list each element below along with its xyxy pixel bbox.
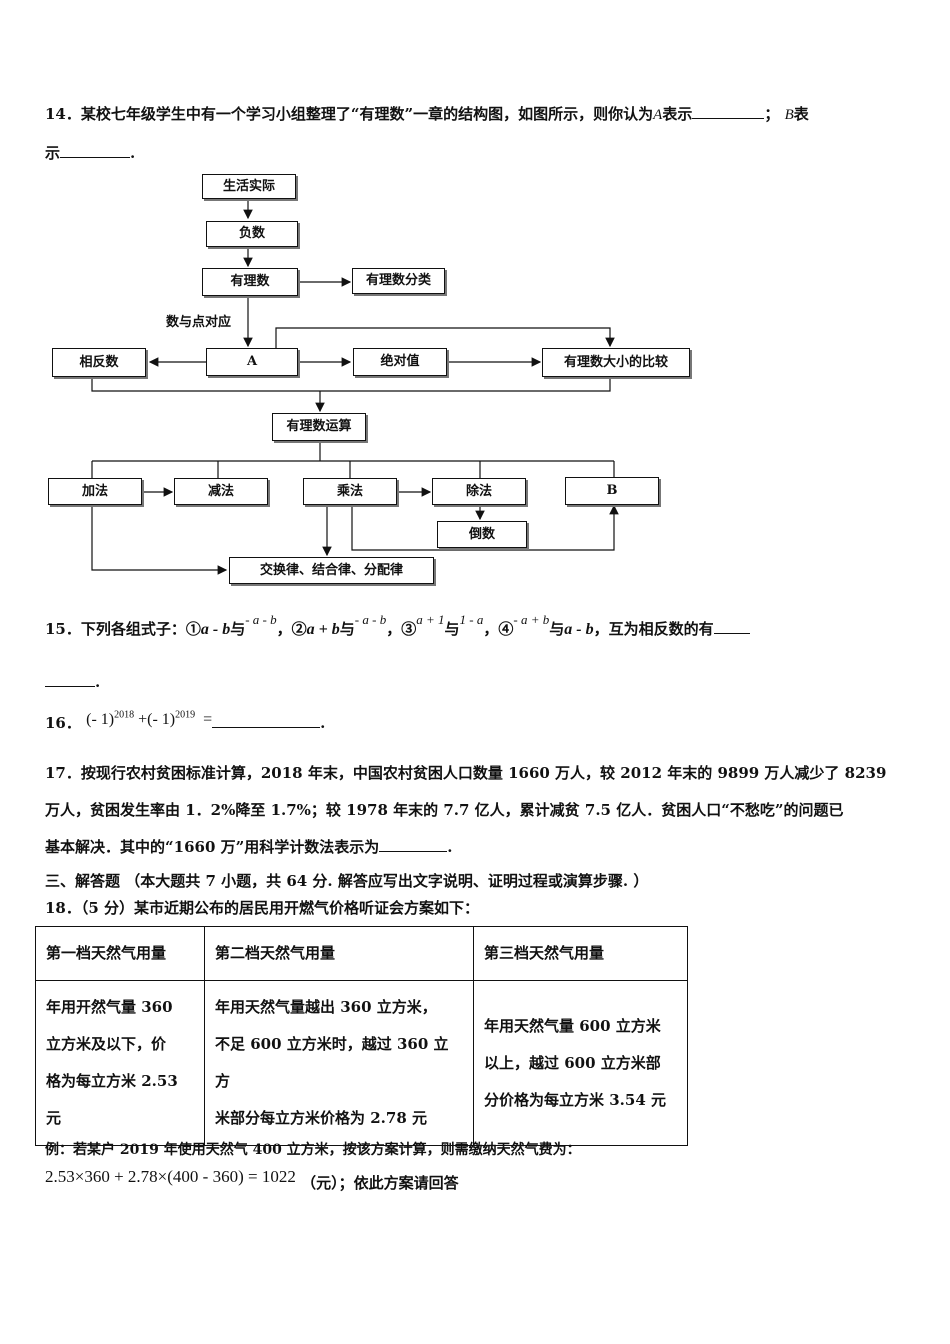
table-row: 年用开然气量 360 立方米及以下，价 格为每立方米 2.53 元 年用天然气量… (35, 980, 688, 1146)
q14-answer-blank-b[interactable] (60, 143, 131, 158)
q17-line-1: 17．按现行农村贫困标准计算，2018 年末，中国农村贫困人口数量 1660 万… (45, 764, 887, 782)
q15-expr-1b: - a - b (245, 612, 277, 627)
flow-node-laws: 交换律、结合律、分配律 (229, 557, 434, 584)
q14-b-suffix: 表 (793, 105, 809, 123)
table-header-row: 第一档天然气用量 第二档天然气用量 第三档天然气用量 (35, 926, 688, 981)
q18-formula-line: 2.53×360 + 2.78×(400 - 360) = 1022 （元）；依… (45, 1167, 459, 1193)
table-header-tier-1: 第一档天然气用量 (35, 926, 205, 981)
q18-example: 例：若某户 2019 年使用天然气 400 立方米，按该方案计算，则需缴纳天然气… (45, 1142, 581, 1158)
q15-expr-4b: a - b (564, 621, 594, 638)
q16-label: 16． (45, 714, 81, 732)
q16-answer-blank[interactable] (212, 713, 321, 728)
q15-answer-blank-cont (45, 672, 95, 687)
q16-equals: = (203, 711, 213, 728)
cell-line: 年用开然气量 360 (46, 998, 173, 1016)
question-15-line-2: . (45, 672, 100, 691)
q15-expr-3a: a + 1 (416, 612, 445, 627)
section-3-heading: 三、解答题 （本大题共 7 小题，共 64 分. 解答应写出文字说明、证明过程或… (45, 872, 649, 890)
q16-base-1: (- 1) (86, 711, 115, 728)
q15-word-4: 与 (549, 620, 565, 638)
table-cell-tier-2: 年用天然气量越出 360 立方米， 不足 600 立方米时，越过 360 立方 … (204, 980, 474, 1146)
q14-text: 14．某校七年级学生中有一个学习小组整理了“有理数”一章的结构图，如图所示，则你… (45, 105, 654, 123)
q15-word-1: 与 (230, 620, 246, 638)
q15-prefix: 15．下列各组式子：① (45, 620, 201, 638)
q14-var-a: A (653, 107, 663, 123)
question-14-line-1: 14．某校七年级学生中有一个学习小组整理了“有理数”一章的结构图，如图所示，则你… (45, 103, 809, 124)
table-cell-tier-1: 年用开然气量 360 立方米及以下，价 格为每立方米 2.53 元 (35, 980, 205, 1146)
q18-formula-suffix: （元）；依此方案请回答 (301, 1174, 459, 1192)
flow-node-divide: 除法 (432, 478, 526, 505)
q16-exp-1: 2018 (114, 709, 135, 721)
cell-line: 元 (46, 1109, 62, 1127)
q15-sep-2: ，③ (386, 620, 417, 638)
flow-node-operations: 有理数运算 (272, 413, 366, 441)
flow-node-reciprocal: 倒数 (437, 521, 527, 548)
table-header-tier-2: 第二档天然气用量 (204, 926, 474, 981)
flow-node-a: A (206, 348, 298, 376)
q18-formula: 2.53×360 + 2.78×(400 - 360) = 1022 (45, 1167, 296, 1186)
q14-end: . (130, 144, 136, 162)
flow-label-point: 数与点对应 (166, 315, 232, 330)
q15-suffix: ，互为相反数的有 (593, 620, 714, 638)
flow-node-absolute: 绝对值 (353, 348, 447, 376)
q16-base-2: (- 1) (147, 711, 176, 728)
cell-line: 年用天然气量 600 立方米 (484, 1016, 661, 1035)
q15-expr-3b: 1 - a (459, 612, 484, 627)
flow-node-classification: 有理数分类 (352, 268, 445, 294)
question-14-line-2: 示. (45, 142, 135, 163)
table-cell-tier-3: 年用天然气量 600 立方米 以上，越过 600 立方米部 分价格为每立方米 3… (473, 980, 688, 1146)
q14-var-b: B (784, 107, 794, 123)
cell-line: 分价格为每立方米 3.54 元 (484, 1090, 666, 1109)
cell-line: 以上，越过 600 立方米部 (484, 1053, 661, 1072)
q15-expr-2a: a + b (306, 621, 340, 638)
flow-node-b: B (565, 477, 659, 505)
flow-node-opposite: 相反数 (52, 348, 146, 377)
q15-sep-1: ，② (276, 620, 307, 638)
flow-node-multiply: 乘法 (303, 478, 397, 505)
cell-line: 年用天然气量越出 360 立方米， (215, 998, 437, 1016)
q15-end: . (95, 673, 101, 691)
flow-node-life: 生活实际 (202, 174, 296, 199)
q16-exp-2: 2019 (175, 709, 196, 721)
q17-answer-blank[interactable] (379, 837, 448, 852)
gas-price-table: 第一档天然气用量 第二档天然气用量 第三档天然气用量 年用开然气量 360 立方… (35, 926, 688, 1146)
q15-expr-2b: - a - b (354, 612, 387, 627)
question-16: 16． (- 1)2018 +(- 1)2019 =. (45, 709, 326, 733)
cell-line: 米部分每立方米价格为 2.78 元 (215, 1109, 427, 1127)
cell-line: 立方米及以下，价 (46, 1035, 167, 1053)
q14-line2: 示 (45, 144, 61, 162)
q15-word-3: 与 (444, 620, 460, 638)
q15-sep-3: ，④ (483, 620, 514, 638)
q15-word-2: 与 (339, 620, 355, 638)
q15-answer-blank[interactable] (713, 619, 750, 634)
q14-answer-blank-a[interactable] (692, 104, 765, 119)
q15-expr-4a: - a + b (513, 612, 550, 627)
q17-line-3-text: 基本解决．其中的“1660 万”用科学计数法表示为 (45, 838, 380, 856)
flow-node-rational: 有理数 (202, 268, 298, 296)
q16-end: . (320, 714, 326, 732)
q14-separator: ； (764, 105, 780, 123)
cell-line: 不足 600 立方米时，越过 360 立方 (215, 1035, 449, 1090)
flow-node-compare: 有理数大小的比较 (542, 348, 690, 377)
q17-end: . (447, 838, 453, 856)
q16-plus: + (138, 711, 148, 728)
table-header-tier-3: 第三档天然气用量 (473, 926, 688, 981)
flow-node-negative: 负数 (206, 221, 298, 247)
question-15-line-1: 15．下列各组式子：①a - b与- a - b，②a + b与- a - b，… (45, 612, 750, 639)
q18-title: 18．（5 分）某市近期公布的居民用开燃气价格听证会方案如下： (45, 899, 480, 917)
flowchart-connectors (91, 199, 619, 575)
flow-node-add: 加法 (48, 478, 142, 505)
q17-line-2: 万人，贫困发生率由 1．2%降至 1.7%；较 1978 年末的 7.7 亿人，… (45, 801, 844, 819)
q14-a-suffix: 表示 (662, 105, 693, 123)
flow-node-subtract: 减法 (174, 478, 268, 505)
q16-expression: (- 1)2018 +(- 1)2019 = (86, 709, 213, 728)
question-17-line-3: 基本解决．其中的“1660 万”用科学计数法表示为. (45, 836, 452, 857)
cell-line: 格为每立方米 2.53 (46, 1072, 178, 1090)
q15-expr-1a: a - b (200, 621, 231, 638)
